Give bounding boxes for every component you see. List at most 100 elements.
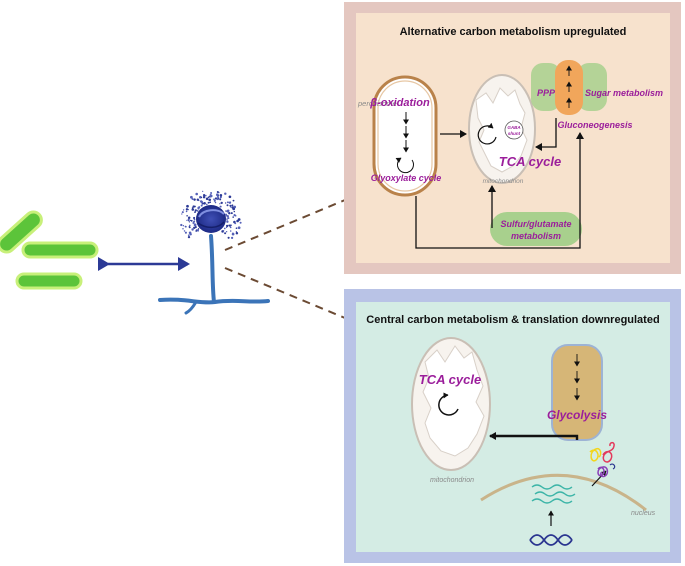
conidium-dot [236, 219, 239, 223]
lower-panel-title: Central carbon metabolism & translation … [366, 314, 659, 326]
conidium-dot [187, 235, 191, 239]
gluconeogenesis-label: Gluconeogenesis [557, 120, 632, 130]
mitochondrion-label-upper: mitochondrion [483, 178, 524, 185]
conidium-dot [228, 201, 232, 204]
conidium-dot [193, 198, 196, 201]
conidium-dot [213, 198, 215, 201]
conidium-dot [202, 202, 204, 205]
conidium-dot [226, 218, 228, 220]
peroxisome: peroxisome β-oxidation Glyoxylate cycle [357, 75, 442, 197]
dashed-connector-lower [224, 267, 346, 319]
conidium-dot [231, 232, 235, 236]
sugar-metabolism-label: Sugar metabolism [585, 88, 663, 98]
conidium-dot [229, 230, 232, 232]
conidium-dot [207, 201, 210, 204]
conidium-dot [197, 206, 200, 209]
conidium-dot [205, 197, 209, 201]
conidium-dot [182, 227, 184, 230]
fungus-icon [158, 190, 270, 315]
conidium-dot [216, 190, 219, 194]
conidium-dot [214, 201, 217, 204]
conidium-dot [186, 215, 188, 217]
conidium-dot [193, 220, 196, 223]
conidium-dot [185, 208, 189, 211]
conidium-dot [225, 213, 227, 216]
conidium-dot [204, 194, 207, 197]
conidium-dot [200, 204, 203, 207]
conidium-dot [208, 198, 212, 202]
conidium-dot [180, 223, 183, 227]
conidium-dot [226, 204, 229, 207]
conidium-dot [232, 207, 236, 211]
sugar-module: PPP Sugar metabolism Gluconeogenesis [531, 60, 663, 130]
conidium-dot [230, 224, 232, 227]
conidium-dot [209, 194, 213, 198]
conidium-dot [225, 231, 228, 233]
conidium-dot [216, 195, 219, 198]
conidium-dot [231, 204, 234, 207]
conidium-dot [202, 190, 204, 192]
tca-cycle-arrow-lower [438, 392, 459, 416]
tca-cycle-arrow-upper [477, 122, 497, 145]
sulfur-glutamate-module: Sulfur/glutamate metabolism [490, 212, 582, 246]
upper-panel-title: Alternative carbon metabolism upregulate… [400, 26, 627, 38]
conidium-dot [229, 204, 232, 207]
conidium-dot [226, 210, 229, 213]
ppp-label: PPP [537, 88, 556, 98]
conidium-dot [188, 226, 191, 229]
dashed-connector-upper [224, 199, 346, 251]
lower-panel: Central carbon metabolism & translation … [344, 289, 681, 563]
peroxisome-label: peroxisome [357, 99, 397, 108]
conidium-dot [190, 219, 193, 222]
conidium-dot [202, 195, 206, 199]
glyoxylate-cycle-arrow [395, 157, 414, 174]
conidium-dot [219, 203, 221, 205]
conidium-dot [196, 210, 199, 212]
conidium-dot [225, 226, 228, 229]
gaba-shunt-bubble [504, 120, 524, 140]
glycolysis-label: Glycolysis [547, 408, 607, 422]
conidium-dot [188, 221, 191, 223]
conidium-dot [220, 201, 223, 205]
arrow-gluconeogenesis-to-mito [535, 118, 557, 151]
beta-oxidation-label: β-oxidation [369, 97, 430, 109]
conidium-dot [219, 205, 222, 208]
conidium-dot [202, 193, 206, 197]
conidium-dot [216, 198, 219, 201]
conidium-dot [224, 232, 227, 235]
glycolysis-module: Glycolysis [547, 344, 607, 441]
conidium-dot [217, 194, 220, 196]
conidium-dot [228, 212, 231, 215]
conidium-dot [185, 225, 187, 228]
tca-cycle-label-upper: TCA cycle [499, 154, 561, 169]
conidium-dot [206, 203, 208, 206]
conidium-dot [234, 215, 237, 217]
conidium-dot [195, 230, 198, 232]
conidium-dot [237, 226, 241, 230]
conidium-dot [193, 218, 196, 221]
conidium-dot [219, 194, 223, 197]
conidium-dot [188, 231, 192, 235]
glyoxylate-cycle-label: Glyoxylate cycle [371, 173, 442, 183]
conidium-dot [226, 201, 229, 204]
conidium-dot [191, 208, 195, 211]
nucleus-label: nucleus [631, 510, 656, 517]
conidium-dot [234, 222, 237, 225]
conidium-dot [195, 192, 198, 196]
conidium-dot [186, 219, 188, 222]
protein-tangles-icon [589, 441, 616, 478]
conidium-dot [235, 227, 238, 230]
mitochondrion-label-lower: mitochondrion [430, 477, 474, 484]
bacteria-group [0, 210, 99, 290]
conidium-dot [182, 209, 185, 211]
conidium-dot [181, 213, 183, 215]
mitochondrion-upper: GABA shunt TCA cycle mitochondrion [468, 74, 561, 185]
mitochondrion-lower: TCA cycle mitochondrion [411, 337, 491, 484]
conidium-dot [200, 196, 203, 199]
sulfur-glutamate-label-line2: metabolism [511, 231, 561, 241]
conidium-dot [186, 204, 189, 208]
conidium-dot [188, 224, 191, 227]
conidium-dot [181, 211, 184, 214]
